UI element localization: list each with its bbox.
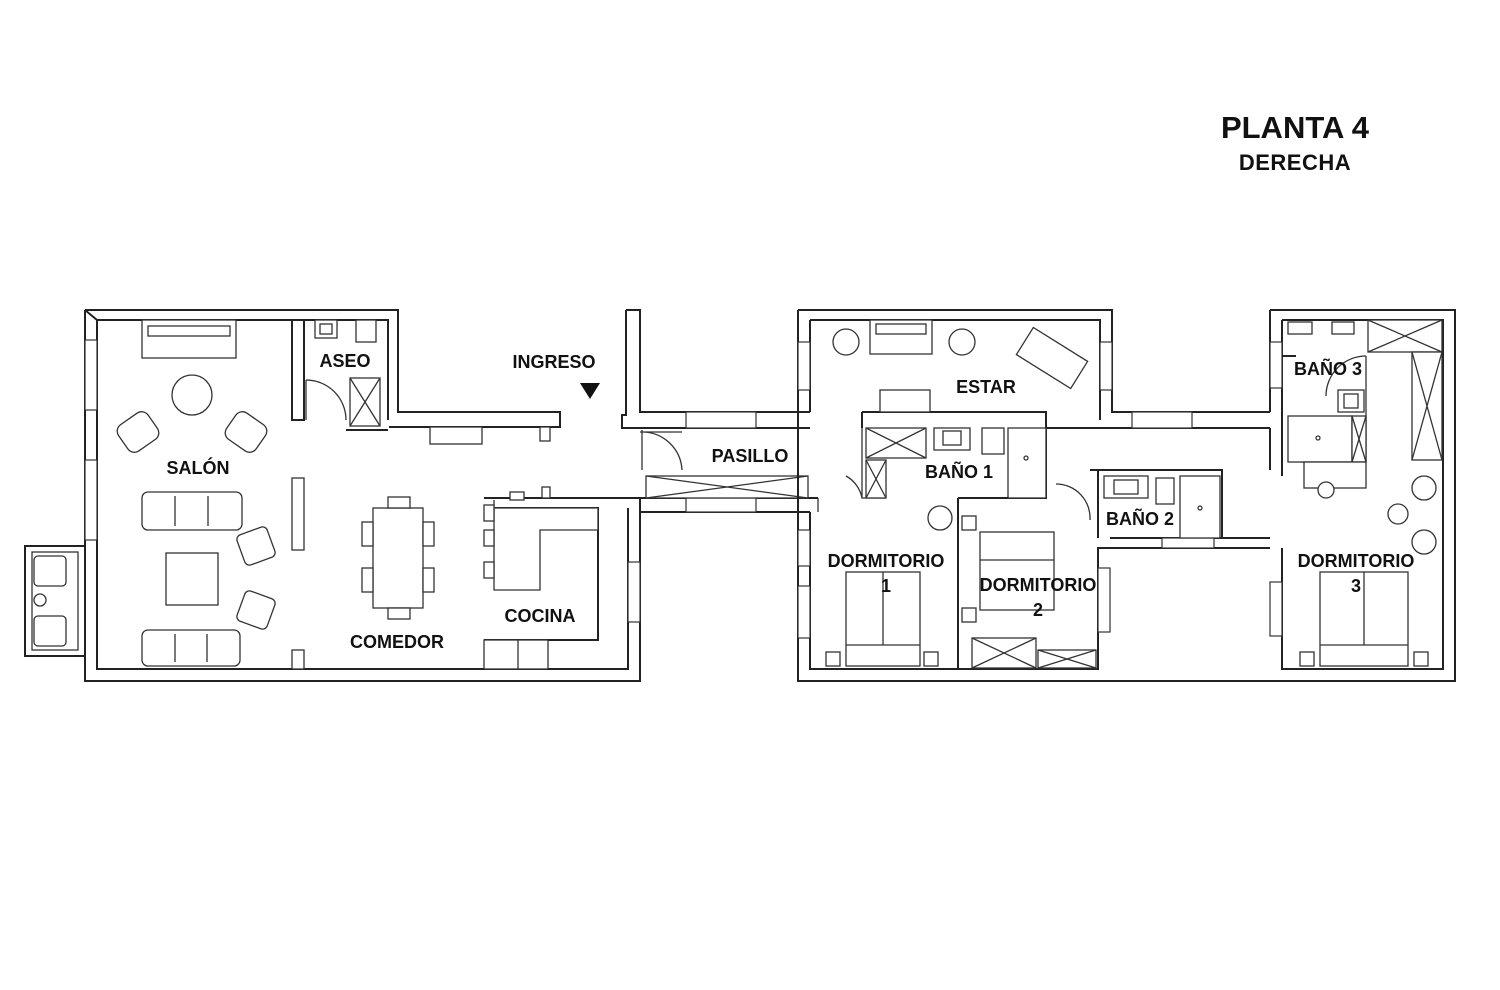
room-label-bano3: BAÑO 3 [1294, 358, 1362, 379]
room-label-aseo: ASEO [319, 351, 370, 371]
right-block-walls [1269, 309, 1456, 682]
aseo-furniture [305, 319, 381, 427]
plan-title: PLANTA 4 [1220, 110, 1370, 145]
triangle-down-icon [580, 383, 600, 399]
room-label-dormitorio2: DORMITORIO [980, 575, 1097, 595]
room-label-dormitorio2-num: 2 [1033, 600, 1043, 620]
dormitorio2-furniture [961, 515, 1097, 669]
cocina-furniture [429, 426, 599, 670]
room-label-pasillo: PASILLO [712, 446, 789, 466]
room-label-bano1: BAÑO 1 [925, 461, 993, 482]
room-label-comedor: COMEDOR [350, 632, 444, 652]
room-label-bano2: BAÑO 2 [1106, 508, 1174, 529]
balcony-left [24, 545, 86, 657]
room-label-estar: ESTAR [956, 377, 1016, 397]
comedor-furniture [361, 496, 435, 620]
room-label-dormitorio1-num: 1 [881, 576, 891, 596]
dormitorio1-furniture [825, 505, 953, 667]
salon-furniture [116, 319, 276, 667]
estar-furniture [832, 319, 1089, 413]
pasillo-walls [621, 309, 818, 513]
plan-subtitle: DERECHA [1238, 150, 1352, 175]
room-label-cocina: COCINA [505, 606, 576, 626]
room-label-salon: SALÓN [167, 457, 230, 478]
dormitorio3-furniture [1299, 571, 1429, 667]
room-label-dormitorio1: DORMITORIO [828, 551, 945, 571]
room-label-ingreso: INGRESO [512, 352, 595, 372]
left-block-walls [84, 309, 641, 682]
room-label-dormitorio3: DORMITORIO [1298, 551, 1415, 571]
middle-block-walls [797, 309, 1270, 682]
room-label-dormitorio3-num: 3 [1351, 576, 1361, 596]
